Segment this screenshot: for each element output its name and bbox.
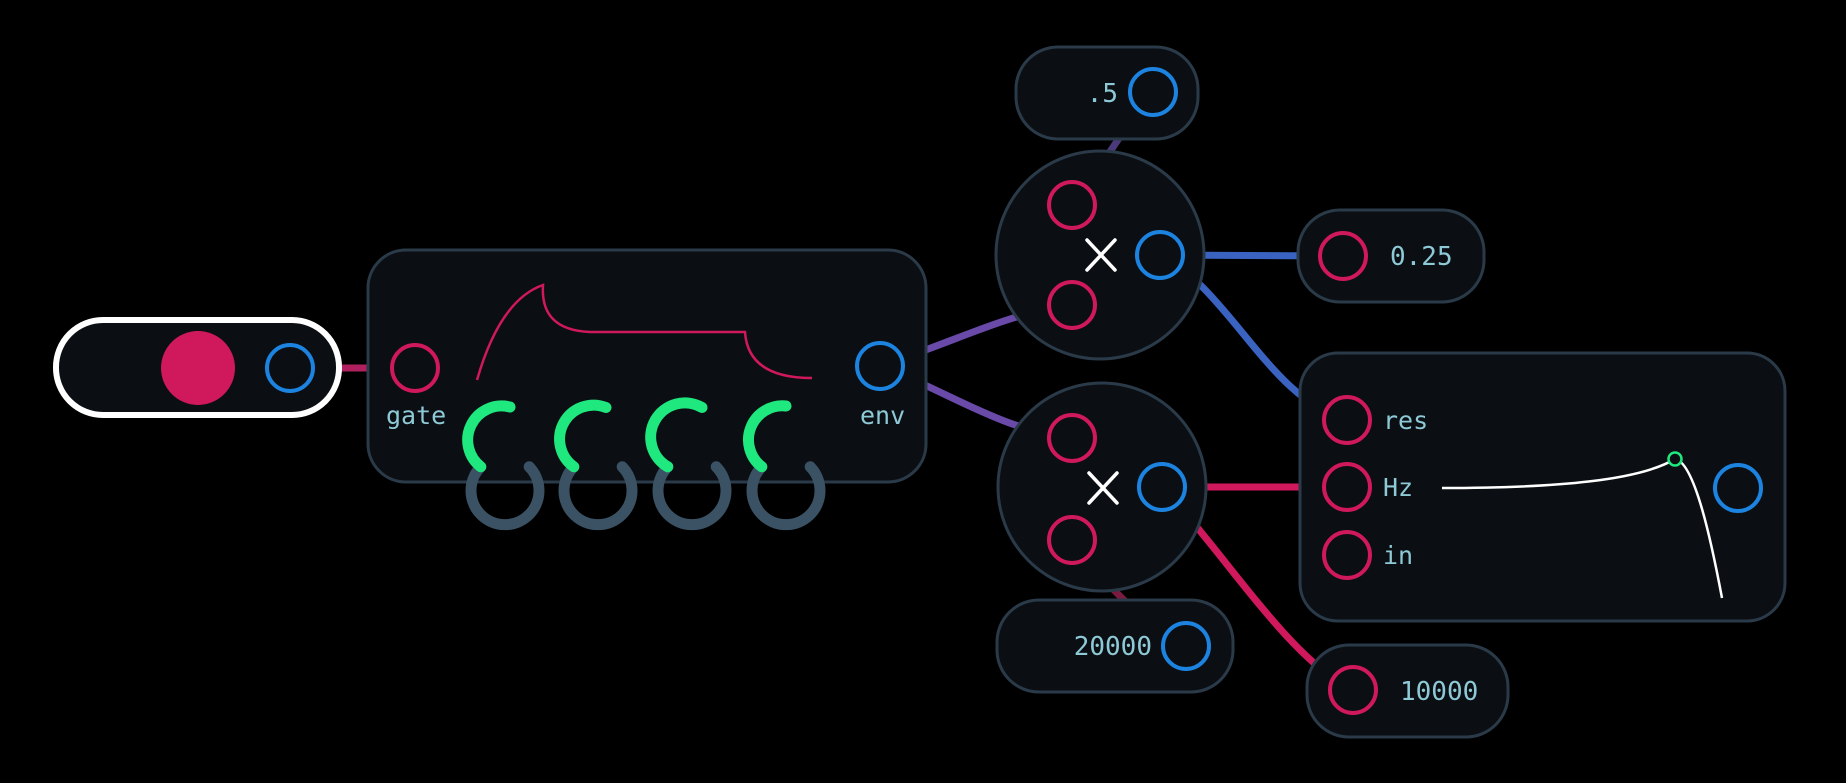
multiplier-bottom-input-a[interactable] bbox=[1047, 413, 1097, 463]
envelope-curve bbox=[475, 283, 813, 381]
envelope-node[interactable]: gate env bbox=[366, 248, 928, 531]
constant-20000-node[interactable]: 20000 bbox=[995, 598, 1235, 694]
gate-toggle-node[interactable] bbox=[53, 317, 342, 418]
multiplier-top-node[interactable] bbox=[994, 149, 1206, 361]
knob-release[interactable] bbox=[743, 400, 826, 531]
constant-20000-value[interactable]: 20000 bbox=[1074, 632, 1152, 662]
filter-node[interactable]: res Hz in bbox=[1298, 351, 1787, 623]
filter-res-port[interactable] bbox=[1322, 395, 1372, 445]
constant-res-value[interactable]: 0.25 bbox=[1390, 242, 1453, 272]
filter-in-label: in bbox=[1383, 541, 1413, 570]
filter-cutoff-handle[interactable] bbox=[1667, 451, 1683, 467]
toggle-indicator[interactable] bbox=[161, 331, 235, 405]
multiplier-bottom-output-port[interactable] bbox=[1137, 462, 1187, 512]
constant-20000-output-port[interactable] bbox=[1161, 621, 1211, 671]
filter-hz-label: Hz bbox=[1383, 473, 1413, 502]
multiply-icon bbox=[1085, 238, 1117, 272]
filter-output-port[interactable] bbox=[1713, 463, 1763, 513]
knob-decay[interactable] bbox=[554, 399, 638, 531]
constant-10000-input-port[interactable] bbox=[1328, 665, 1378, 715]
knob-sustain[interactable] bbox=[645, 397, 732, 531]
filter-in-port[interactable] bbox=[1322, 530, 1372, 580]
constant-10000-value[interactable]: 10000 bbox=[1400, 677, 1478, 707]
constant-10000-node[interactable]: 10000 bbox=[1305, 643, 1510, 739]
envelope-env-label: env bbox=[860, 401, 905, 430]
toggle-output-port[interactable] bbox=[265, 343, 315, 393]
envelope-gate-label: gate bbox=[386, 401, 446, 430]
constant-res-node[interactable]: 0.25 bbox=[1296, 208, 1486, 304]
multiply-icon bbox=[1087, 471, 1119, 505]
multiplier-bottom-input-b[interactable] bbox=[1047, 515, 1097, 565]
constant-half-output-port[interactable] bbox=[1128, 67, 1178, 117]
multiplier-bottom-node[interactable] bbox=[996, 381, 1208, 593]
multiplier-top-output-port[interactable] bbox=[1135, 230, 1185, 280]
knob-attack[interactable] bbox=[462, 400, 545, 531]
envelope-env-port[interactable] bbox=[855, 341, 905, 391]
filter-res-label: res bbox=[1383, 406, 1428, 435]
envelope-gate-port[interactable] bbox=[390, 343, 440, 393]
constant-half-value[interactable]: .5 bbox=[1087, 79, 1118, 109]
constant-half-node[interactable]: .5 bbox=[1014, 45, 1200, 141]
constant-res-input-port[interactable] bbox=[1318, 231, 1368, 281]
filter-hz-port[interactable] bbox=[1322, 462, 1372, 512]
multiplier-top-input-b[interactable] bbox=[1047, 280, 1097, 330]
multiplier-top-input-a[interactable] bbox=[1047, 180, 1097, 230]
